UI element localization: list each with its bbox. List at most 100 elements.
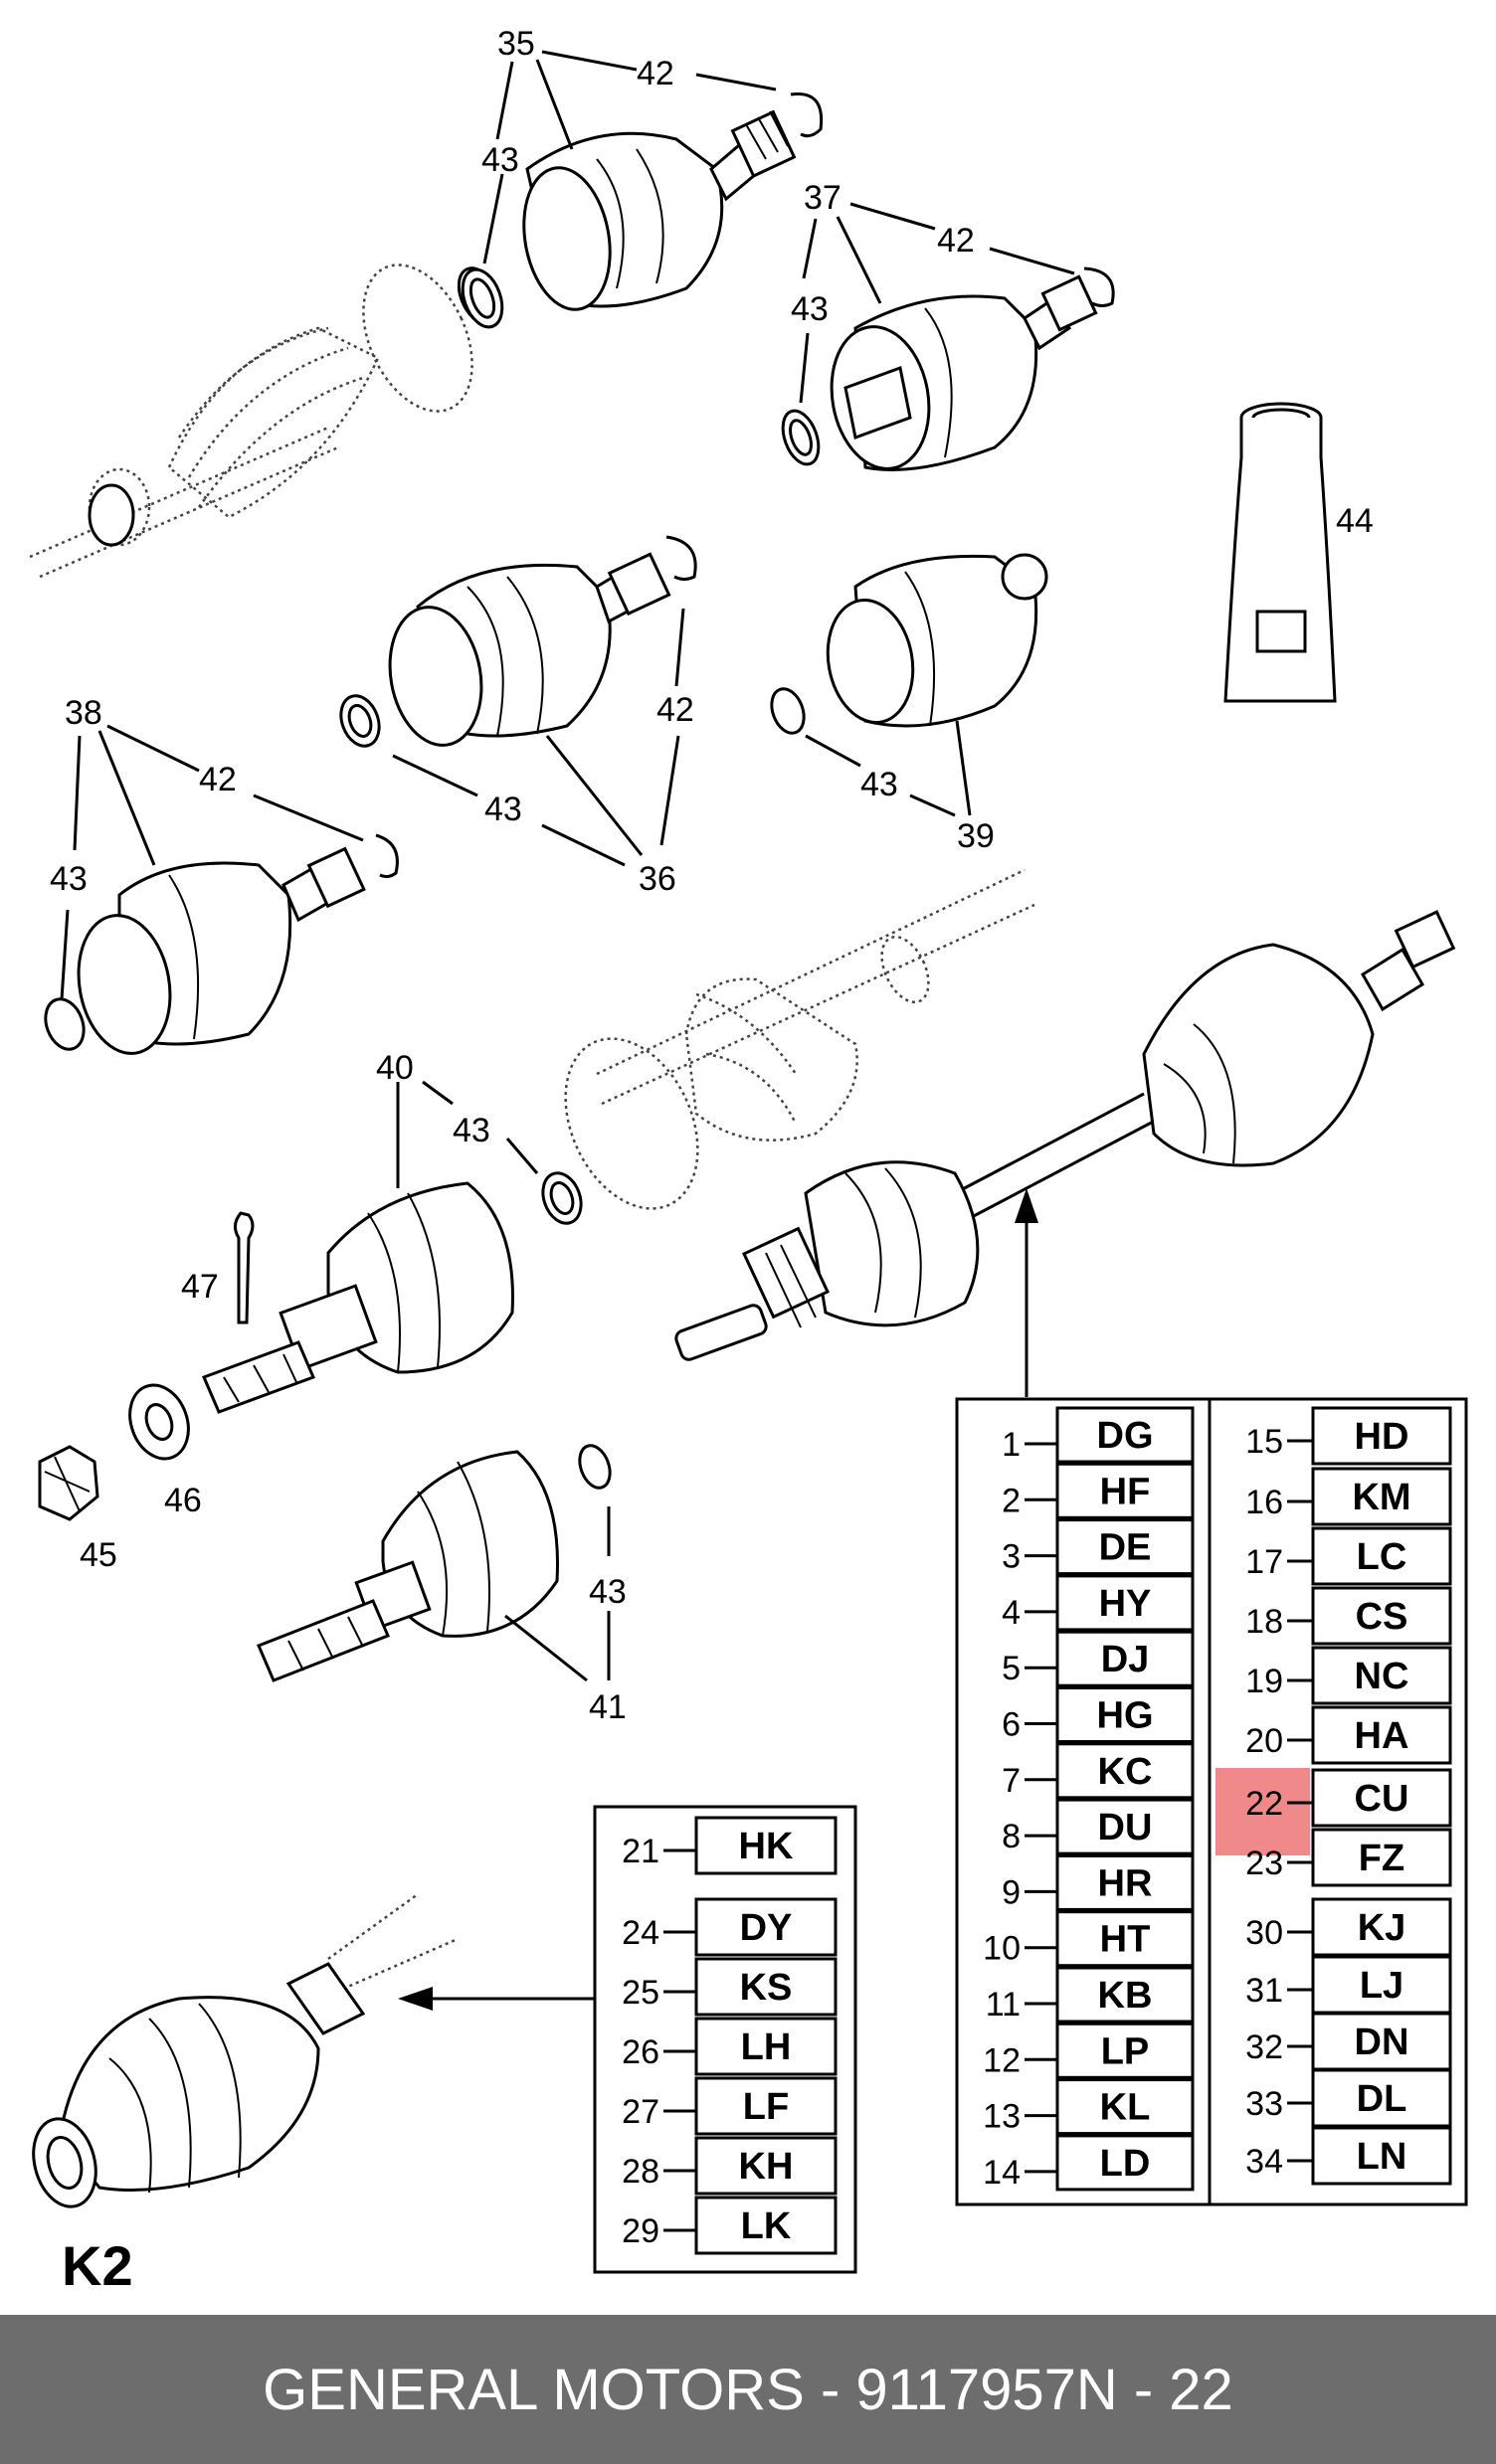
item-code: LC [1357, 1536, 1407, 1578]
table-row: 17 LC [1245, 1526, 1452, 1586]
item-number: 13 [983, 2098, 1021, 2136]
code-box [1055, 1910, 1195, 1968]
section-label: K2 [62, 2234, 133, 2297]
table-row: 5 DJ [1002, 1630, 1195, 1687]
code-box [1311, 1646, 1452, 1705]
table-row: 1 DG [1002, 1406, 1195, 1464]
item-code: DN [1355, 2022, 1409, 2063]
item-code: HD [1355, 1416, 1409, 1458]
item-code: HK [739, 1826, 794, 1867]
code-box [1311, 1586, 1452, 1646]
item-number: 30 [1245, 1914, 1283, 1952]
table-row: 29 LK [622, 2196, 838, 2255]
code-box [1055, 1853, 1195, 1911]
item-code: HA [1355, 1715, 1409, 1757]
item-code: KL [1100, 2087, 1151, 2129]
item-code: CS [1356, 1596, 1408, 1638]
footer-brand: GENERAL MOTORS [263, 2357, 805, 2422]
code-box [1055, 2022, 1195, 2079]
item-number: 19 [1245, 1663, 1283, 1700]
callout-43: 43 [481, 141, 519, 179]
table-row: 8 DU [1002, 1798, 1195, 1855]
item-code: LP [1101, 2030, 1150, 2072]
callout-42: 42 [637, 55, 674, 92]
callout-42: 42 [937, 222, 975, 260]
item-code: DY [740, 1907, 793, 1949]
item-code: DU [1098, 1807, 1153, 1848]
item-code: HY [1099, 1583, 1152, 1625]
code-box [1055, 1406, 1195, 1464]
item-number: 2 [1002, 1482, 1021, 1519]
item-code: KS [740, 1967, 793, 2009]
code-box [694, 2196, 838, 2255]
item-number: 14 [983, 2154, 1021, 2192]
code-box [1055, 1966, 1195, 2024]
item-number: 8 [1002, 1818, 1021, 1855]
item-number: 9 [1002, 1873, 1021, 1911]
item-number: 32 [1245, 2028, 1283, 2066]
item-code: DJ [1101, 1639, 1150, 1680]
cv-joint-38: 38 42 43 [44, 694, 399, 1055]
footer-part-number: 9117957 [855, 2357, 1076, 2422]
cv-joint-37: 37 42 43 [781, 179, 1115, 471]
table-row: 12 LP [983, 2022, 1195, 2079]
item-number: 25 [622, 1974, 659, 2012]
cv-joint-39: 43 39 [770, 553, 1048, 855]
cv-joint-36: 42 43 36 [339, 535, 697, 898]
callout-43: 43 [50, 860, 88, 898]
code-box [1055, 2134, 1195, 2192]
item-number: 23 [1245, 1845, 1283, 1882]
item-number: 24 [622, 1914, 659, 1952]
table-row: 21 HK [622, 1816, 838, 1875]
callout-40: 40 [376, 1049, 414, 1087]
item-code: KB [1098, 1975, 1153, 2017]
item-number: 3 [1002, 1538, 1021, 1576]
item-number: 5 [1002, 1650, 1021, 1687]
code-box [1311, 1526, 1452, 1586]
item-number: 29 [622, 2212, 659, 2250]
item-number: 33 [1245, 2085, 1283, 2123]
callout-39: 39 [957, 817, 995, 855]
code-box [1055, 1686, 1195, 1743]
item-code: DG [1097, 1415, 1154, 1457]
callout-38: 38 [65, 694, 102, 732]
code-box [1311, 1768, 1452, 1828]
code-box [1055, 2078, 1195, 2136]
drive-shaft-assembly [564, 868, 1456, 1397]
callout-43: 43 [860, 766, 898, 803]
code-box [1311, 1467, 1452, 1526]
item-number: 17 [1245, 1543, 1283, 1581]
code-box [1055, 1630, 1195, 1687]
item-number: 16 [1245, 1484, 1283, 1521]
item-code: LN [1357, 2136, 1407, 2178]
item-code: LH [741, 2026, 792, 2068]
item-number: 1 [1002, 1426, 1021, 1464]
code-box [1055, 1742, 1195, 1800]
callout-47: 47 [181, 1268, 219, 1306]
callout-45: 45 [80, 1536, 117, 1574]
item-number: 21 [622, 1833, 659, 1870]
item-number: 11 [986, 1986, 1021, 2024]
table-row: 13 KL [983, 2078, 1195, 2136]
item-code: LK [741, 2205, 792, 2247]
item-number: 15 [1245, 1423, 1283, 1461]
item-number: 12 [983, 2041, 1021, 2079]
item-number: 6 [1002, 1706, 1021, 1744]
